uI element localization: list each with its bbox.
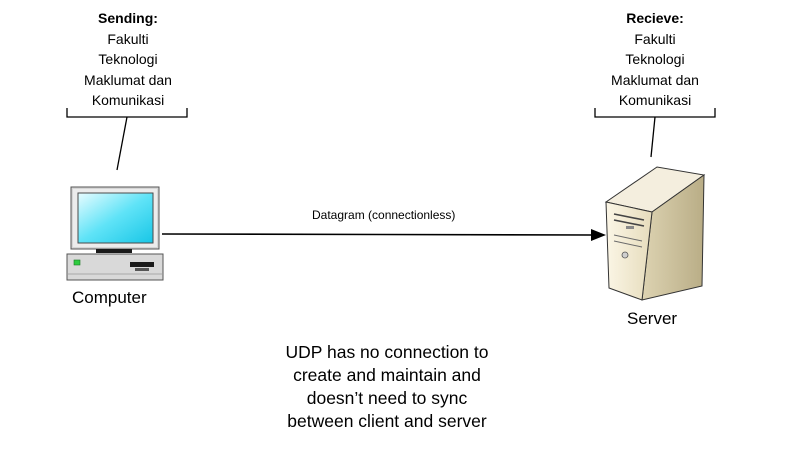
sender-heading: Sending: [98,10,158,26]
caption-line: between client and server [287,411,487,431]
receiver-line: Fakulti [634,30,676,47]
receiver-heading: Recieve: [626,10,684,26]
sender-line: Fakulti [107,30,149,47]
receiver-line: Maklumat dan [611,71,699,88]
udp-caption: UDP has no connection to create and main… [262,341,512,433]
sender-callout-bracket [66,108,188,171]
receiver-line: Teknologi [625,51,685,67]
receiver-line: Komunikasi [618,92,692,108]
server-label: Server [627,309,678,328]
computer-label: Computer [72,288,147,307]
caption-line: UDP has no connection to [285,342,489,362]
sender-callout: Sending: Fakulti Teknologi Maklumat dan … [53,8,203,111]
receiver-callout-bracket [594,108,716,158]
receiver-callout: Recieve: Fakulti Teknologi Maklumat dan … [580,8,730,111]
sender-line: Teknologi [98,51,158,67]
sender-line: Komunikasi [91,92,165,108]
datagram-arrow [161,229,606,241]
desktop-computer-icon [66,186,164,281]
caption-line: doesn’t need to sync [306,388,468,408]
caption-line: create and maintain and [293,365,481,385]
sender-line: Maklumat dan [84,71,172,88]
datagram-label: Datagram (connectionless) [312,208,456,222]
server-tower-icon [604,166,706,301]
